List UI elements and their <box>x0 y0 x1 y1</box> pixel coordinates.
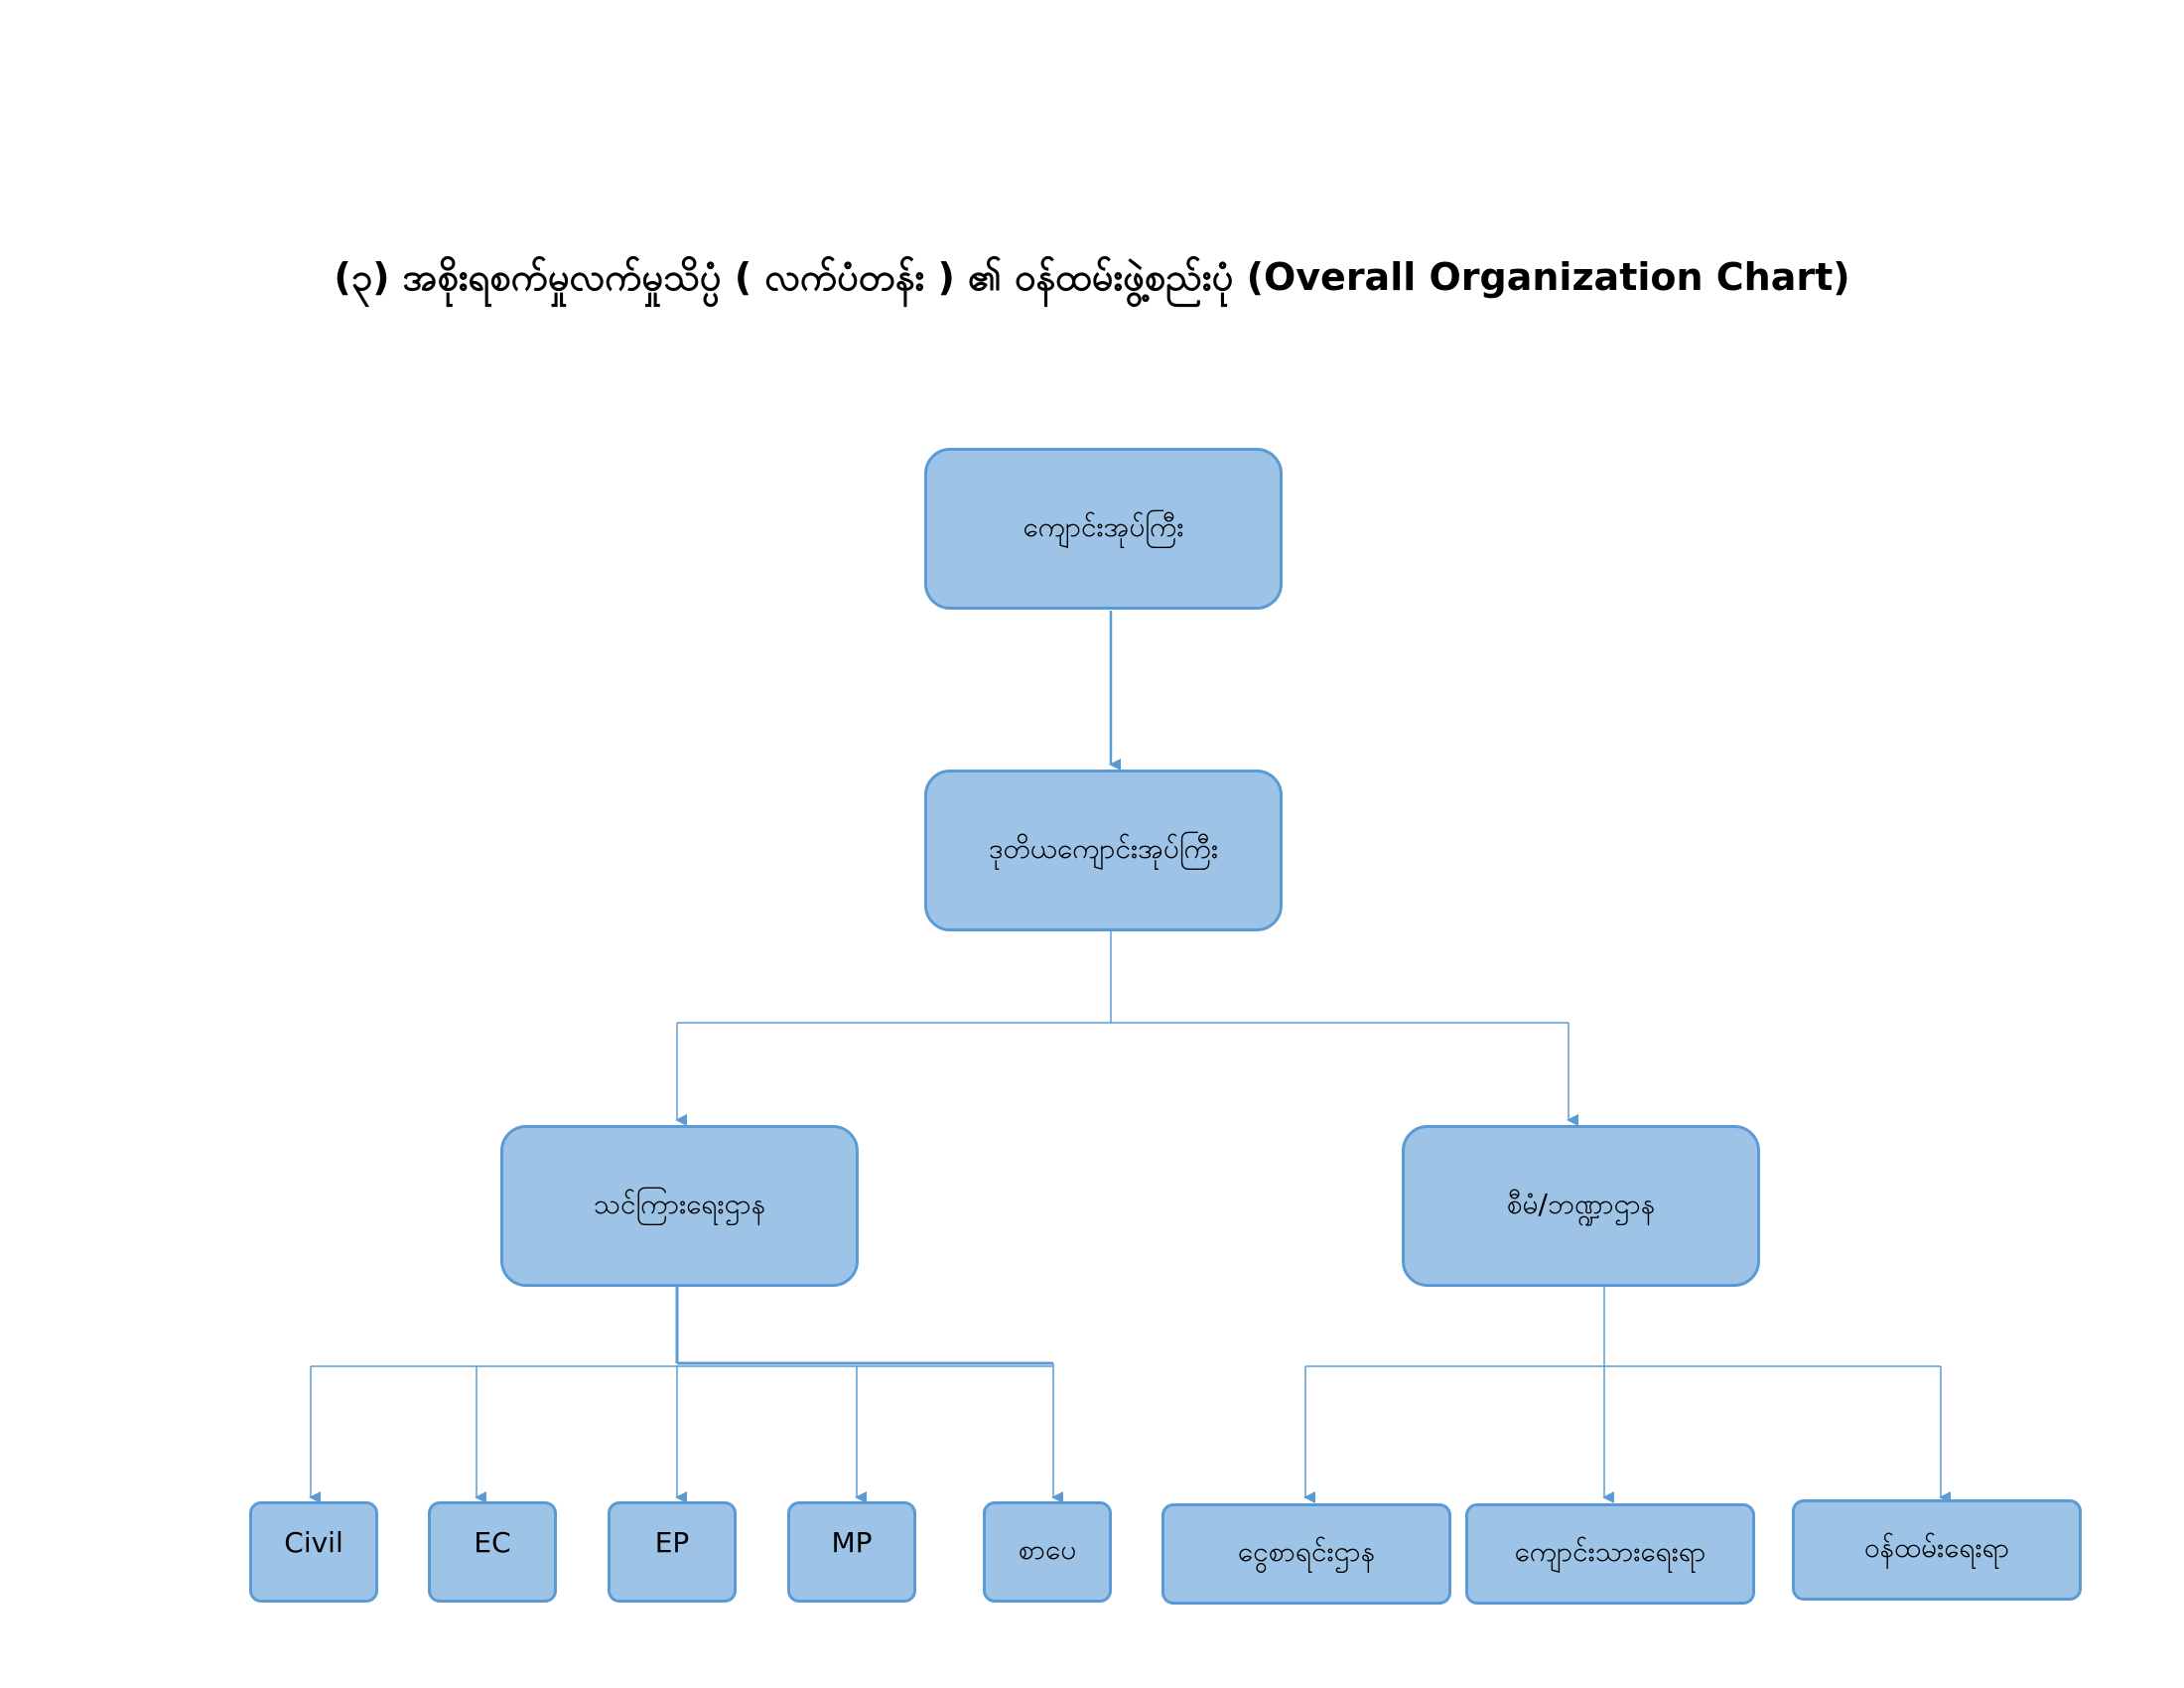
node-label: ကျောင်းအုပ်ကြီး <box>1023 509 1184 543</box>
connector-admin-to-sections <box>1303 1287 1951 1503</box>
node-staff-affairs: ဝန်ထမ်းရေးရာ <box>1792 1499 2082 1601</box>
node-label: MP <box>831 1526 873 1559</box>
node-accounts: ငွေစာရင်းဌာန <box>1161 1503 1451 1605</box>
node-student-affairs: ကျောင်းသားရေးရာ <box>1465 1503 1755 1605</box>
node-label: သင်ကြားရေးဌာန <box>593 1187 766 1220</box>
node-vice-principal: ဒုတိယကျောင်းအုပ်ကြီး <box>924 770 1283 931</box>
node-admin-finance-department: စီမံ/ဘဏ္ဍာဌာန <box>1402 1125 1760 1287</box>
node-ec: EC <box>428 1501 557 1603</box>
node-academic-department: သင်ကြားရေးဌာန <box>500 1125 859 1287</box>
chart-title: (၃) အစိုးရစက်မှုလက်မှုသိပ္ပံ ( လက်ပံတန်း… <box>334 255 1850 299</box>
node-label: EP <box>654 1526 690 1559</box>
node-label: ဝန်ထမ်းရေးရာ <box>1863 1531 2010 1564</box>
node-mp: MP <box>787 1501 916 1603</box>
node-principal: ကျောင်းအုပ်ကြီး <box>924 448 1283 610</box>
node-label: ဒုတိယကျောင်းအုပ်ကြီး <box>988 831 1219 865</box>
connector-vice-to-departments <box>675 931 1578 1126</box>
node-civil: Civil <box>249 1501 378 1603</box>
node-label: စာပေ <box>1018 1533 1077 1566</box>
node-label: EC <box>474 1526 511 1559</box>
node-ep: EP <box>608 1501 737 1603</box>
node-label: Civil <box>284 1526 343 1559</box>
connector-academic-to-subjects <box>309 1287 1063 1503</box>
node-label: ကျောင်းသားရေးရာ <box>1514 1535 1706 1568</box>
node-label: ငွေစာရင်းဌာန <box>1237 1535 1376 1568</box>
node-label: စီမံ/ဘဏ္ဍာဌာန <box>1506 1187 1656 1220</box>
node-general-studies: စာပေ <box>983 1501 1112 1603</box>
